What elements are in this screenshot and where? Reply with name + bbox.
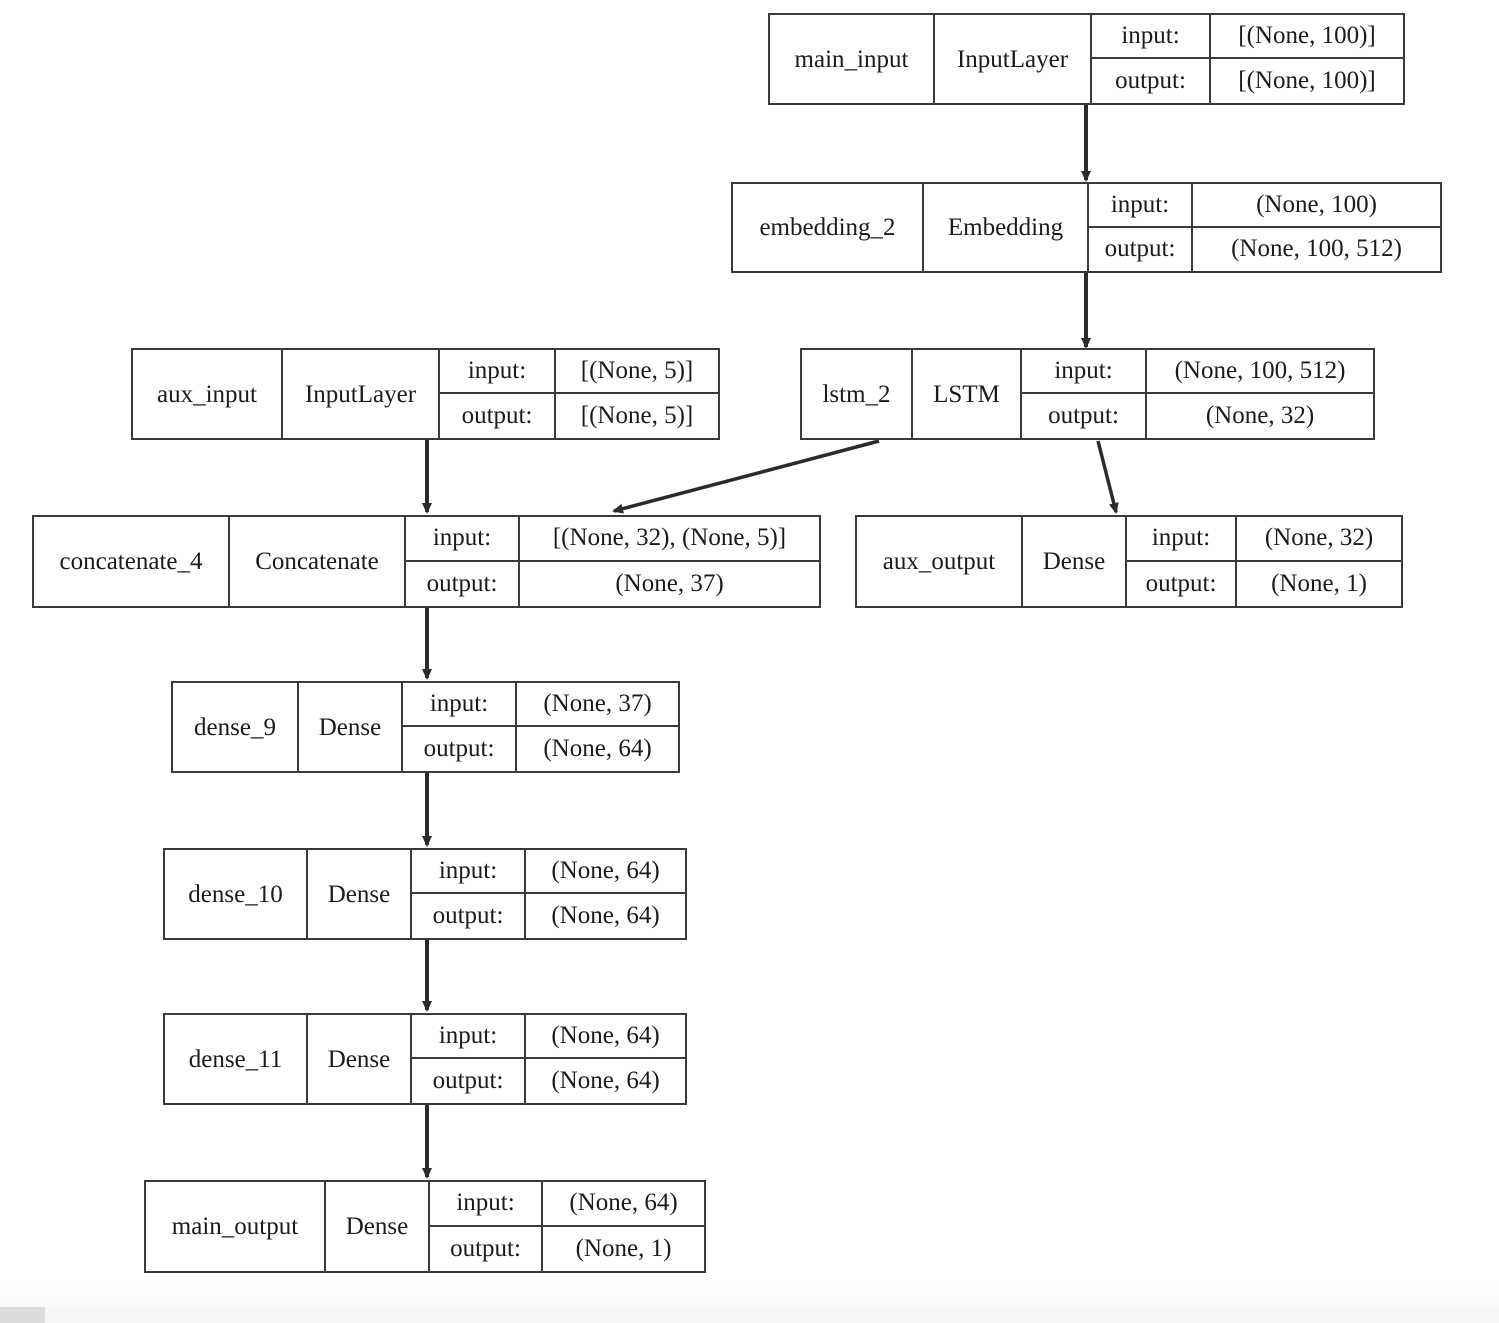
node-dense_9-name: dense_9 bbox=[173, 683, 299, 771]
node-dense_10-output-label: output: bbox=[412, 894, 526, 938]
node-dense_10-io: input: (None, 64) output: (None, 64) bbox=[412, 850, 685, 938]
node-aux_input-io: input: [(None, 5)] output: [(None, 5)] bbox=[440, 350, 718, 438]
node-concatenate_4-output-shape: (None, 37) bbox=[615, 569, 724, 597]
node-dense_11-io: input: (None, 64) output: (None, 64) bbox=[412, 1015, 685, 1103]
node-main_output-input-shape: (None, 64) bbox=[569, 1189, 678, 1217]
node-aux_input[interactable]: aux_input InputLayer input: [(None, 5)] … bbox=[131, 348, 720, 440]
node-dense_9-input-label: input: bbox=[403, 683, 517, 725]
node-main_output-name: main_output bbox=[146, 1182, 326, 1271]
node-aux_output-output-label: output: bbox=[1127, 561, 1237, 606]
node-aux_output-input-shape: (None, 32) bbox=[1264, 524, 1374, 552]
node-dense_9-io: input: (None, 37) output: (None, 64) bbox=[403, 683, 678, 771]
node-aux_input-output-label: output: bbox=[440, 394, 556, 438]
node-main_input-io: input: [(None, 100)] output: [(None, 100… bbox=[1092, 15, 1403, 103]
node-dense_10[interactable]: dense_10 Dense input: (None, 64) output:… bbox=[163, 848, 687, 940]
node-dense_9[interactable]: dense_9 Dense input: (None, 37) output: … bbox=[171, 681, 680, 773]
node-aux_output-type: Dense bbox=[1023, 517, 1127, 606]
node-dense_11-name: dense_11 bbox=[165, 1015, 308, 1103]
node-dense_10-output-shape: (None, 64) bbox=[551, 902, 660, 929]
node-aux_output-input-label: input: bbox=[1127, 517, 1237, 560]
node-concatenate_4-io: input: [(None, 32), (None, 5)] output: (… bbox=[406, 517, 819, 606]
node-main_output[interactable]: main_output Dense input: (None, 64) outp… bbox=[144, 1180, 706, 1273]
node-lstm_2-output-shape: (None, 32) bbox=[1205, 402, 1315, 429]
node-lstm_2-type: LSTM bbox=[913, 350, 1022, 438]
node-main_input-input-label: input: bbox=[1092, 15, 1211, 57]
node-embedding_2-input-shape: (None, 100) bbox=[1256, 190, 1377, 218]
node-dense_9-input-shape: (None, 37) bbox=[543, 690, 652, 717]
node-dense_10-type: Dense bbox=[308, 850, 412, 938]
node-concatenate_4-name: concatenate_4 bbox=[34, 517, 230, 606]
node-concatenate_4-input-label: input: bbox=[406, 517, 520, 560]
edge-lstm_2-aux_output bbox=[1096, 440, 1119, 514]
node-main_output-output-label: output: bbox=[430, 1226, 543, 1271]
node-embedding_2-output-shape: (None, 100, 512) bbox=[1231, 235, 1402, 263]
node-aux_input-name: aux_input bbox=[133, 350, 283, 438]
node-lstm_2-input-label: input: bbox=[1022, 350, 1147, 392]
node-dense_11[interactable]: dense_11 Dense input: (None, 64) output:… bbox=[163, 1013, 687, 1105]
node-embedding_2-io: input: (None, 100) output: (None, 100, 5… bbox=[1089, 184, 1440, 271]
node-concatenate_4-type: Concatenate bbox=[230, 517, 406, 606]
node-embedding_2-input-label: input: bbox=[1089, 184, 1193, 226]
node-aux_output-name: aux_output bbox=[857, 517, 1023, 606]
node-embedding_2-type: Embedding bbox=[924, 184, 1089, 271]
node-main_output-type: Dense bbox=[326, 1182, 430, 1271]
node-aux_input-input-label: input: bbox=[440, 350, 556, 392]
node-main_output-io: input: (None, 64) output: (None, 1) bbox=[430, 1182, 704, 1271]
node-aux_output[interactable]: aux_output Dense input: (None, 32) outpu… bbox=[855, 515, 1403, 608]
node-dense_10-input-label: input: bbox=[412, 850, 526, 892]
node-aux_input-type: InputLayer bbox=[283, 350, 440, 438]
node-lstm_2-io: input: (None, 100, 512) output: (None, 3… bbox=[1022, 350, 1373, 438]
node-dense_9-output-label: output: bbox=[403, 727, 517, 771]
node-main_input-input-shape: [(None, 100)] bbox=[1238, 22, 1376, 49]
node-main_input-output-shape: [(None, 100)] bbox=[1238, 67, 1376, 94]
edge-lstm_2-concatenate_4 bbox=[612, 439, 880, 514]
node-main_input-type: InputLayer bbox=[935, 15, 1092, 103]
node-dense_10-input-shape: (None, 64) bbox=[551, 857, 660, 884]
node-dense_10-name: dense_10 bbox=[165, 850, 308, 938]
node-main_output-input-label: input: bbox=[430, 1182, 543, 1225]
node-lstm_2-name: lstm_2 bbox=[802, 350, 913, 438]
node-dense_11-type: Dense bbox=[308, 1015, 412, 1103]
node-lstm_2[interactable]: lstm_2 LSTM input: (None, 100, 512) outp… bbox=[800, 348, 1375, 440]
node-lstm_2-output-label: output: bbox=[1022, 394, 1147, 438]
node-main_output-output-shape: (None, 1) bbox=[575, 1234, 672, 1262]
horizontal-scrollbar-thumb[interactable] bbox=[0, 1307, 45, 1323]
node-dense_11-input-shape: (None, 64) bbox=[551, 1022, 660, 1049]
node-dense_11-output-shape: (None, 64) bbox=[551, 1067, 660, 1094]
node-main_input-name: main_input bbox=[770, 15, 935, 103]
node-dense_9-output-shape: (None, 64) bbox=[543, 735, 652, 762]
node-main_input[interactable]: main_input InputLayer input: [(None, 100… bbox=[768, 13, 1405, 105]
node-aux_output-io: input: (None, 32) output: (None, 1) bbox=[1127, 517, 1401, 606]
node-concatenate_4[interactable]: concatenate_4 Concatenate input: [(None,… bbox=[32, 515, 821, 608]
node-concatenate_4-input-shape: [(None, 32), (None, 5)] bbox=[552, 524, 787, 552]
node-aux_input-output-shape: [(None, 5)] bbox=[580, 402, 694, 429]
node-aux_output-output-shape: (None, 1) bbox=[1271, 569, 1367, 597]
node-dense_9-type: Dense bbox=[299, 683, 403, 771]
node-embedding_2-output-label: output: bbox=[1089, 227, 1193, 271]
node-embedding_2[interactable]: embedding_2 Embedding input: (None, 100)… bbox=[731, 182, 1442, 273]
node-main_input-output-label: output: bbox=[1092, 59, 1211, 103]
node-lstm_2-input-shape: (None, 100, 512) bbox=[1174, 357, 1346, 384]
node-embedding_2-name: embedding_2 bbox=[733, 184, 924, 271]
node-dense_11-input-label: input: bbox=[412, 1015, 526, 1057]
node-aux_input-input-shape: [(None, 5)] bbox=[580, 357, 694, 384]
node-dense_11-output-label: output: bbox=[412, 1059, 526, 1103]
horizontal-scrollbar[interactable] bbox=[0, 1307, 1499, 1323]
node-concatenate_4-output-label: output: bbox=[406, 561, 520, 606]
